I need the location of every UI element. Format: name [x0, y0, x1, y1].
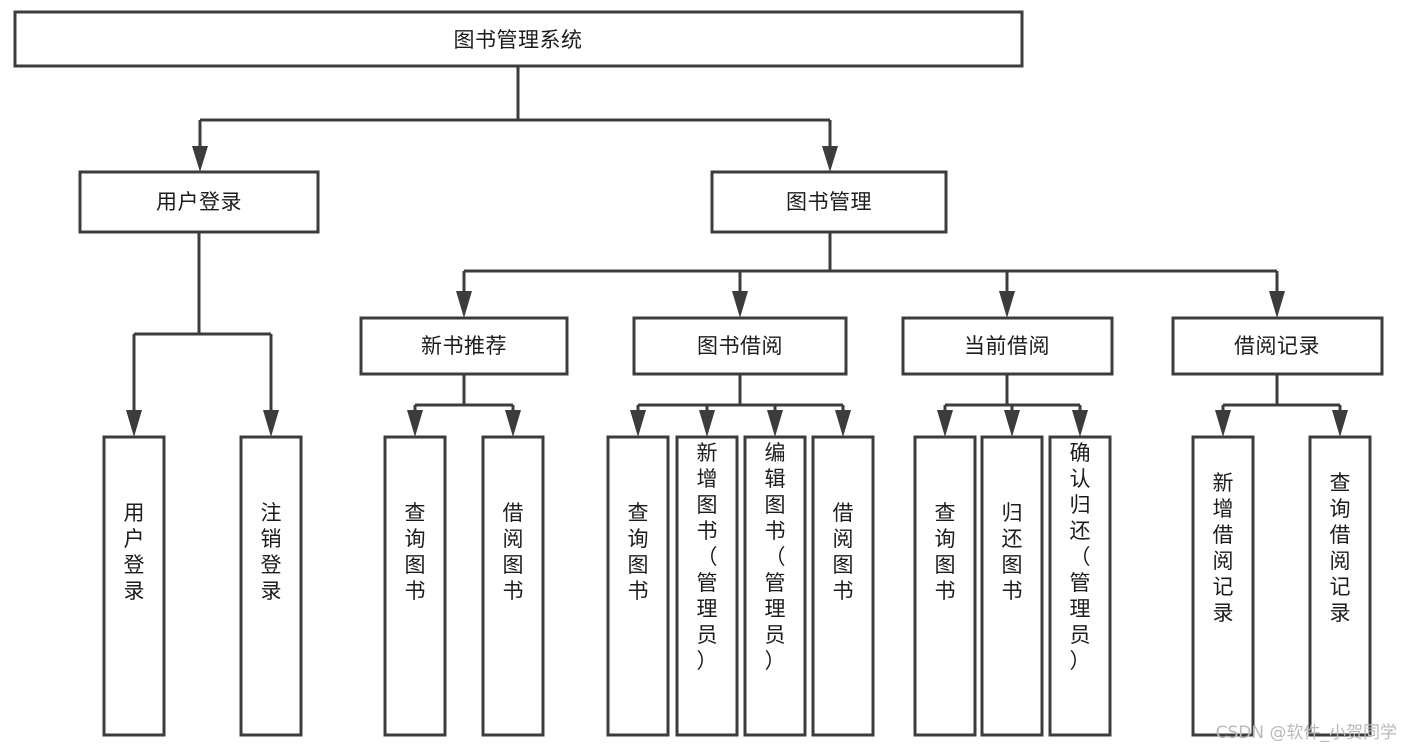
arrow-head-leaf-return-book: [1004, 410, 1020, 437]
leaf-borrow-book-newbook[interactable]: 借阅图书: [481, 435, 545, 737]
arrow-head-leaf-user-login: [126, 410, 142, 437]
leaf-label-borrow-book-borrow: 借阅图书: [833, 501, 854, 603]
leaf-query-book-borrow[interactable]: 查询图书: [606, 435, 670, 737]
connector-group-book-mgmt: [456, 232, 1285, 318]
leaf-label-user-login: 用户登录: [124, 501, 145, 603]
node-box-borrow-record[interactable]: [1171, 316, 1384, 376]
arrow-head-borrow-record: [1269, 291, 1285, 318]
node-label-new-book-recommend: 新书推荐: [421, 334, 507, 358]
arrow-head-leaf-borrow-book-1: [505, 410, 521, 437]
node-label-root-system: 图书管理系统: [454, 28, 583, 52]
leaf-edit-book-admin[interactable]: 编辑图书（管理员）: [743, 435, 807, 737]
node-root-system[interactable]: 图书管理系统: [13, 10, 1024, 68]
arrow-head-leaf-borrow-book-2: [835, 410, 851, 437]
leaf-label-confirm-return-admin: 确认归还（管理员）: [1070, 441, 1091, 673]
leaf-label-query-borrow-record: 查询借阅记录: [1330, 471, 1351, 625]
leaf-query-book-newbook[interactable]: 查询图书: [383, 435, 447, 737]
leaf-label-borrow-book-newbook: 借阅图书: [503, 501, 524, 603]
node-new-book-recommend[interactable]: 新书推荐: [359, 316, 569, 376]
leaf-box-borrow-book-borrow[interactable]: [811, 435, 875, 737]
leaf-box-borrow-book-newbook[interactable]: [481, 435, 545, 737]
node-book-management[interactable]: 图书管理: [710, 170, 948, 234]
leaf-box-edit-book-admin[interactable]: [743, 435, 807, 737]
leaf-return-book[interactable]: 归还图书: [980, 435, 1044, 737]
leaf-label-return-book: 归还图书: [1002, 501, 1023, 603]
connector-group-new-book-leaves: [407, 374, 521, 437]
node-box-book-borrow[interactable]: [632, 316, 848, 376]
arrow-head-leaf-query-book-3: [937, 410, 953, 437]
node-box-user-login[interactable]: [78, 170, 320, 234]
arrow-head-book-mgmt: [822, 146, 838, 172]
arrow-head-book-borrow: [732, 291, 748, 318]
arrow-head-leaf-add-book: [699, 410, 715, 437]
arrow-head-leaf-edit-book: [767, 410, 783, 437]
node-borrow-record[interactable]: 借阅记录: [1171, 316, 1384, 376]
leaf-label-logout: 注销登录: [261, 501, 282, 603]
leaf-add-borrow-record[interactable]: 新增借阅记录: [1191, 435, 1255, 737]
leaf-query-book-current[interactable]: 查询图书: [913, 435, 977, 737]
csdn-watermark: CSDN @软件_小贺同学: [1215, 723, 1397, 743]
leaf-box-query-book-newbook[interactable]: [383, 435, 447, 737]
node-label-user-login: 用户登录: [156, 190, 242, 214]
connector-group-book-borrow-leaves: [630, 374, 851, 437]
leaf-confirm-return-admin[interactable]: 确认归还（管理员）: [1048, 435, 1112, 737]
leaf-borrow-book-borrow[interactable]: 借阅图书: [811, 435, 875, 737]
leaf-box-logout[interactable]: [239, 435, 303, 737]
leaf-box-add-book-admin[interactable]: [675, 435, 739, 737]
node-label-book-management: 图书管理: [786, 190, 872, 214]
arrow-head-leaf-query-record: [1332, 410, 1348, 437]
node-box-root-system[interactable]: [13, 10, 1024, 68]
leaf-user-login[interactable]: 用户登录: [102, 435, 166, 737]
connector-group-current-borrow-leaves: [937, 374, 1088, 437]
leaf-add-book-admin[interactable]: 新增图书（管理员）: [675, 435, 739, 737]
arrow-head-new-book-recommend: [456, 291, 472, 318]
node-box-current-borrow[interactable]: [901, 316, 1114, 376]
leaf-box-confirm-return-admin[interactable]: [1048, 435, 1112, 737]
arrow-head-current-borrow: [999, 291, 1015, 318]
leaf-box-query-borrow-record[interactable]: [1308, 435, 1372, 737]
leaf-box-add-borrow-record[interactable]: [1191, 435, 1255, 737]
leaf-label-add-borrow-record: 新增借阅记录: [1213, 471, 1234, 625]
leaf-box-user-login[interactable]: [102, 435, 166, 737]
leaf-box-return-book[interactable]: [980, 435, 1044, 737]
leaf-logout[interactable]: 注销登录: [239, 435, 303, 737]
connector-group-root: [192, 66, 838, 172]
leaf-label-query-book-newbook: 查询图书: [405, 501, 426, 603]
leaf-label-query-book-current: 查询图书: [935, 501, 956, 603]
arrow-head-leaf-query-book-1: [407, 410, 423, 437]
arrow-head-leaf-logout: [263, 410, 279, 437]
node-user-login[interactable]: 用户登录: [78, 170, 320, 234]
node-label-borrow-record: 借阅记录: [1234, 334, 1320, 358]
arrow-head-leaf-add-record: [1215, 410, 1231, 437]
leaf-box-query-book-current[interactable]: [913, 435, 977, 737]
node-label-current-borrow: 当前借阅: [964, 334, 1050, 358]
node-book-borrow[interactable]: 图书借阅: [632, 316, 848, 376]
arrow-head-leaf-query-book-2: [630, 410, 646, 437]
node-current-borrow[interactable]: 当前借阅: [901, 316, 1114, 376]
arrow-head-leaf-confirm-return: [1072, 410, 1088, 437]
arrow-head-user-login: [192, 146, 208, 172]
connector-group-user-login-leaves: [126, 232, 279, 437]
connector-group-borrow-record-leaves: [1215, 374, 1348, 437]
leaf-label-query-book-borrow: 查询图书: [628, 501, 649, 603]
node-label-book-borrow: 图书借阅: [697, 334, 783, 358]
leaf-label-edit-book-admin: 编辑图书（管理员）: [765, 441, 786, 673]
leaf-label-add-book-admin: 新增图书（管理员）: [697, 441, 718, 673]
leaf-query-borrow-record[interactable]: 查询借阅记录: [1308, 435, 1372, 737]
node-box-new-book-recommend[interactable]: [359, 316, 569, 376]
leaf-box-query-book-borrow[interactable]: [606, 435, 670, 737]
